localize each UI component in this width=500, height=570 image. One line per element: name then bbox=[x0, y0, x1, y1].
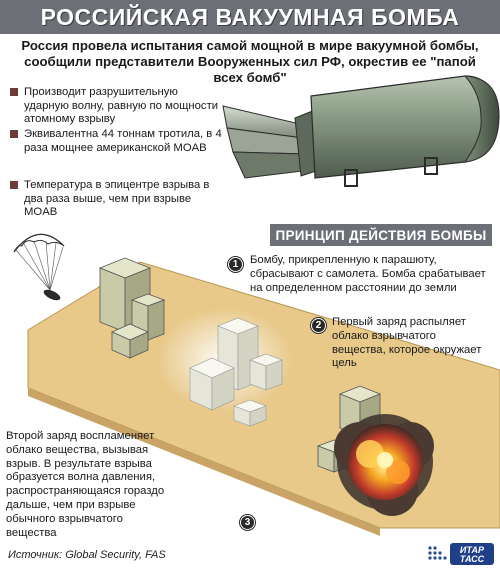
principle-title: ПРИНЦИП ДЕЙСТВИЯ БОМБЫ bbox=[275, 227, 487, 243]
itar-tass-logo: ИТАР ТАСС bbox=[428, 543, 494, 565]
fact-text: Температура в эпицентре взрыва в два раз… bbox=[24, 179, 210, 219]
step-number-badge: 1 bbox=[228, 257, 243, 272]
fact-text: Производит разрушительную ударную волну,… bbox=[24, 86, 219, 126]
fact-item: Производит разрушительную ударную волну,… bbox=[10, 86, 225, 127]
fact-item: Эквивалентна 44 тоннам тротила, в 4 раза… bbox=[10, 128, 225, 155]
step-number-badge: 2 bbox=[311, 318, 326, 333]
step-number-badge: 3 bbox=[240, 515, 255, 530]
title-bar: РОССИЙСКАЯ ВАКУУМНАЯ БОМБА bbox=[0, 0, 500, 34]
square-bullet-icon bbox=[10, 88, 18, 96]
agency-bottom-text: ТАСС bbox=[460, 554, 485, 564]
step-description: Бомбу, прикрепленную к парашюту, сбрасыв… bbox=[250, 254, 486, 294]
fact-item: Температура в эпицентре взрыва в два раз… bbox=[10, 179, 225, 220]
agency-top-text: ИТАР bbox=[460, 545, 485, 555]
fact-text: Эквивалентна 44 тоннам тротила, в 4 раза… bbox=[24, 128, 222, 154]
square-bullet-icon bbox=[10, 181, 18, 189]
square-bullet-icon bbox=[10, 130, 18, 138]
lead-paragraph: Россия провела испытания самой мощной в … bbox=[21, 38, 479, 85]
page-title: РОССИЙСКАЯ ВАКУУМНАЯ БОМБА bbox=[40, 3, 460, 30]
vapor-cloud bbox=[157, 308, 293, 427]
step-description: Второй заряд воспламеняет облако веществ… bbox=[6, 430, 165, 539]
bomb-illustration bbox=[222, 75, 500, 187]
building-cluster bbox=[98, 257, 166, 359]
source-credit: Источник: Global Security, FAS bbox=[8, 549, 166, 561]
principle-header: ПРИНЦИП ДЕЙСТВИЯ БОМБЫ bbox=[270, 224, 492, 246]
explosion-scene bbox=[13, 233, 500, 536]
parachute-icon bbox=[13, 233, 65, 301]
explosion-fireball bbox=[334, 414, 434, 516]
step-description: Первый заряд распыляет облако взрывчатог… bbox=[332, 316, 482, 370]
